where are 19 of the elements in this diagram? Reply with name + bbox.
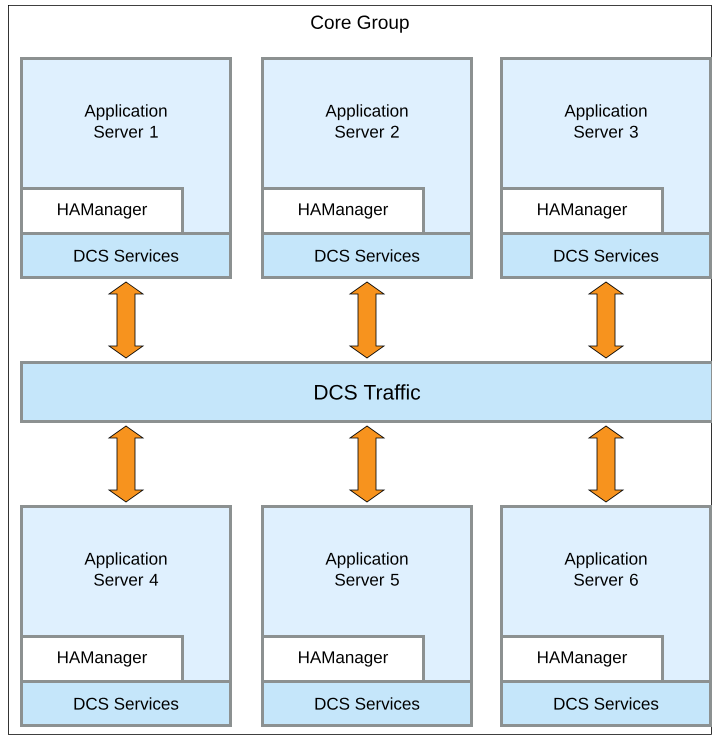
manager-box: HAManager <box>500 187 664 235</box>
double-arrow <box>348 282 386 358</box>
manager-box: HAManager <box>20 635 184 683</box>
double-arrow <box>108 282 144 358</box>
manager-box: HAManager <box>20 187 184 235</box>
services-bar: DCS Services <box>500 232 712 279</box>
double-arrow <box>588 282 624 358</box>
manager-box: HAManager <box>261 635 425 683</box>
services-bar: DCS Services <box>261 680 473 727</box>
services-bar: DCS Services <box>500 680 712 727</box>
manager-box: HAManager <box>261 187 425 235</box>
double-arrow <box>108 426 144 502</box>
manager-box: HAManager <box>500 635 664 683</box>
double-arrow <box>348 426 386 502</box>
double-arrow <box>588 426 624 502</box>
services-bar: DCS Services <box>20 232 232 279</box>
services-bar: DCS Services <box>20 680 232 727</box>
traffic-bar: DCS Traffic <box>20 361 712 423</box>
services-bar: DCS Services <box>261 232 473 279</box>
